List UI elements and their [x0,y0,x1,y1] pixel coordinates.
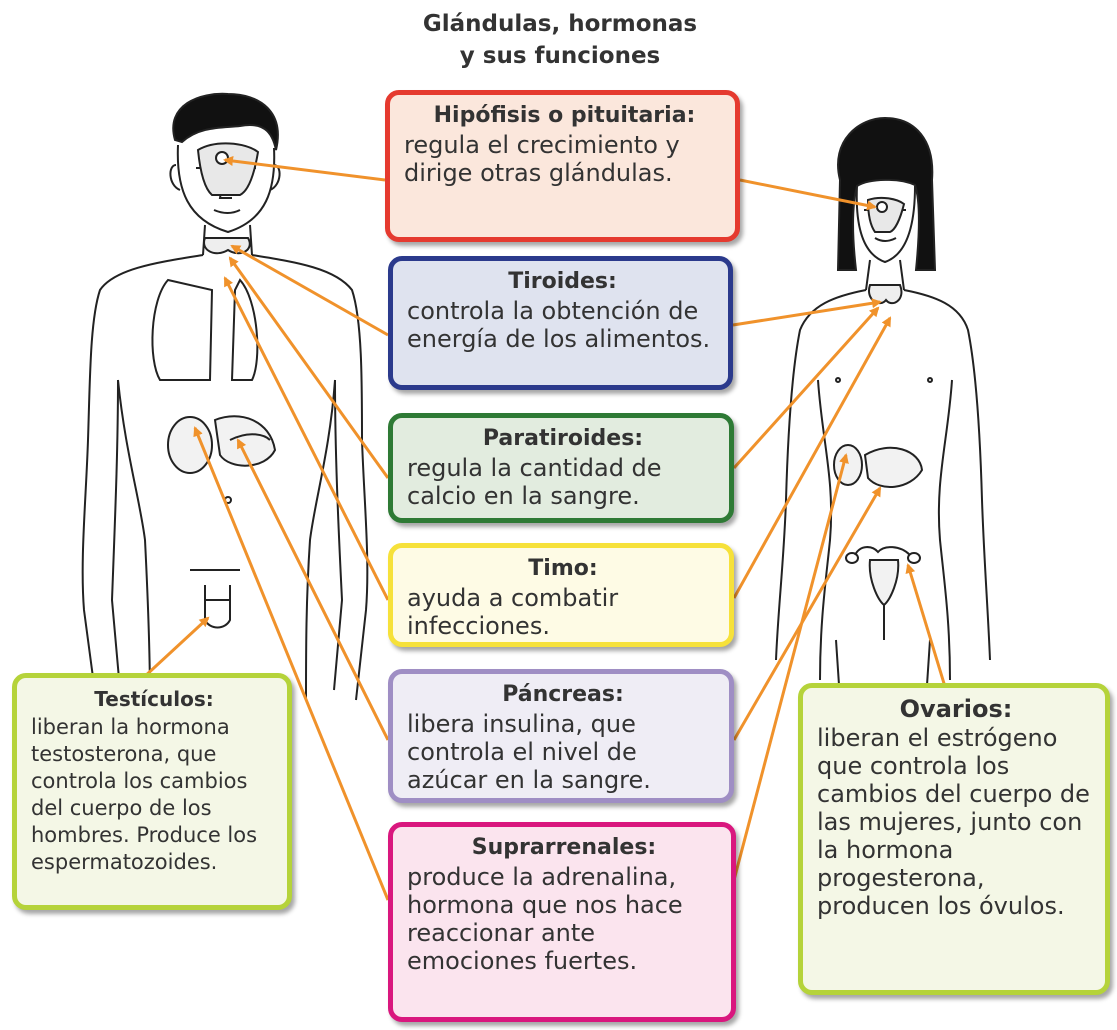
diagram-title: Glándulas, hormonas y sus funciones [380,8,740,72]
arrow-pan-r [732,486,882,741]
suprarrenales-heading: Suprarrenales: [471,835,657,860]
arrow-tir-l [230,244,389,337]
pancreas-heading: Páncreas: [502,682,624,707]
paratiroides-body: regula la cantidad de calcio en la sangr… [407,454,662,510]
arrow-tir-r [732,298,882,327]
arrow-sup-l [193,426,390,901]
ovarios-body: liberan el estrógeno que controla los ca… [817,724,1090,920]
arrow-hip-r [739,178,877,211]
timo-heading: Timo: [528,556,598,581]
tiroides-body: controla la obtención de energía de los … [407,297,711,353]
arrow-par-l [228,256,390,479]
hipofisis-heading: Hipófisis o pituitaria: [433,103,696,128]
testiculos-box: Testículos: liberan la hormona testoster… [12,673,292,910]
ovarios-box: Ovarios: liberan el estrógeno que contro… [798,683,1110,995]
testiculos-heading: Testículos: [94,687,214,711]
female-figure [775,116,991,701]
arrow-sup-r [732,453,849,881]
arrow-hip-l [223,156,386,182]
title-line-1: Glándulas, hormonas [422,11,698,37]
pancreas-body: libera insulina, que controla el nivel d… [407,710,651,794]
tiroides-box: Tiroides: controla la obtención de energ… [388,256,733,390]
tiroides-heading: Tiroides: [508,269,617,294]
paratiroides-heading: Paratiroides: [482,426,644,451]
arrow-timo-r [732,316,892,599]
ovarios-heading: Ovarios: [899,695,1013,723]
paratiroides-box: Paratiroides: regula la cantidad de calc… [388,413,734,523]
hipofisis-box: Hipófisis o pituitaria: regula el crecim… [385,90,740,242]
hipofisis-body: regula el crecimiento y dirige otras glá… [404,131,680,187]
suprarrenales-box: Suprarrenales: produce la adrenalina, ho… [388,822,736,1022]
title-line-2: y sus funciones [459,43,661,69]
arrow-ova [905,563,948,691]
timo-box: Timo: ayuda a combatir infecciones. [388,543,734,647]
pancreas-box: Páncreas: libera insulina, que controla … [388,669,734,803]
arrow-pan-l [236,438,390,741]
arrow-timo-l [223,276,390,601]
testiculos-body: liberan la hormona testosterona, que con… [31,715,258,874]
suprarrenales-body: produce la adrenalina, hormona que nos h… [407,863,683,975]
arrow-par-r [732,306,880,470]
timo-body: ayuda a combatir infecciones. [407,584,619,640]
